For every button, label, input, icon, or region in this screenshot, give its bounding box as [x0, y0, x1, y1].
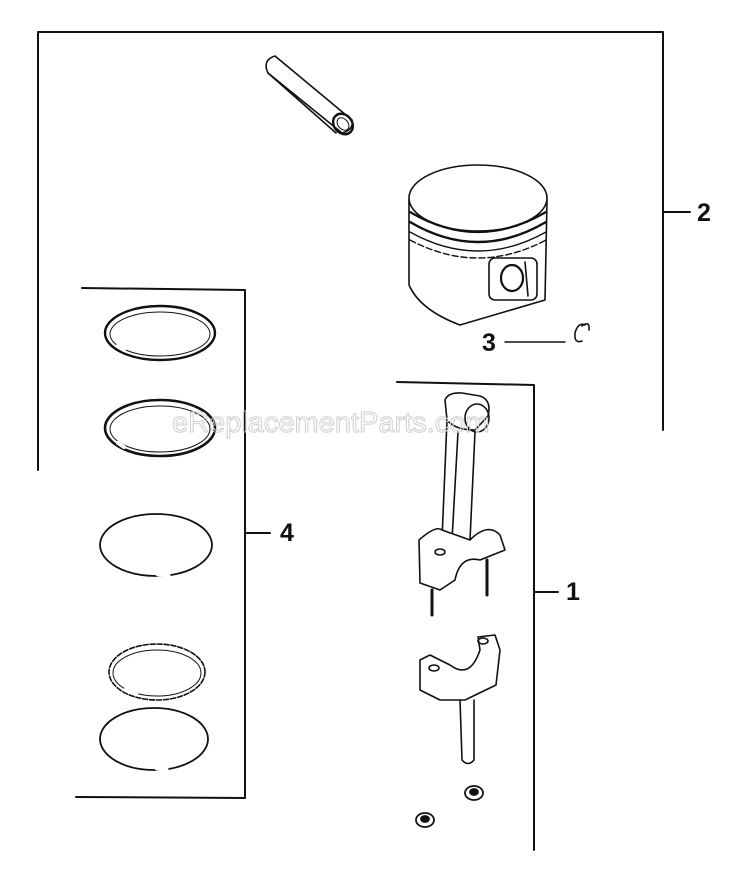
watermark: eReplacementParts.com: [172, 407, 491, 440]
callout-3: 3: [482, 329, 496, 357]
piston-icon: [408, 164, 548, 326]
rod-nuts-icon: [415, 785, 484, 828]
connecting-rod-icon: [418, 392, 506, 617]
callout-2: 2: [697, 199, 711, 227]
piston-pin-icon: [265, 55, 355, 136]
callout-1: 1: [566, 578, 580, 606]
bracket-2: [37, 31, 691, 471]
retaining-clip-icon: [574, 322, 590, 343]
callout-3-leader: [504, 322, 590, 343]
bracket-1: [396, 381, 559, 851]
piston-rings-icon: [99, 304, 217, 772]
callout-4: 4: [280, 519, 294, 547]
bracket-4: [75, 287, 271, 799]
rod-cap-icon: [419, 634, 501, 765]
